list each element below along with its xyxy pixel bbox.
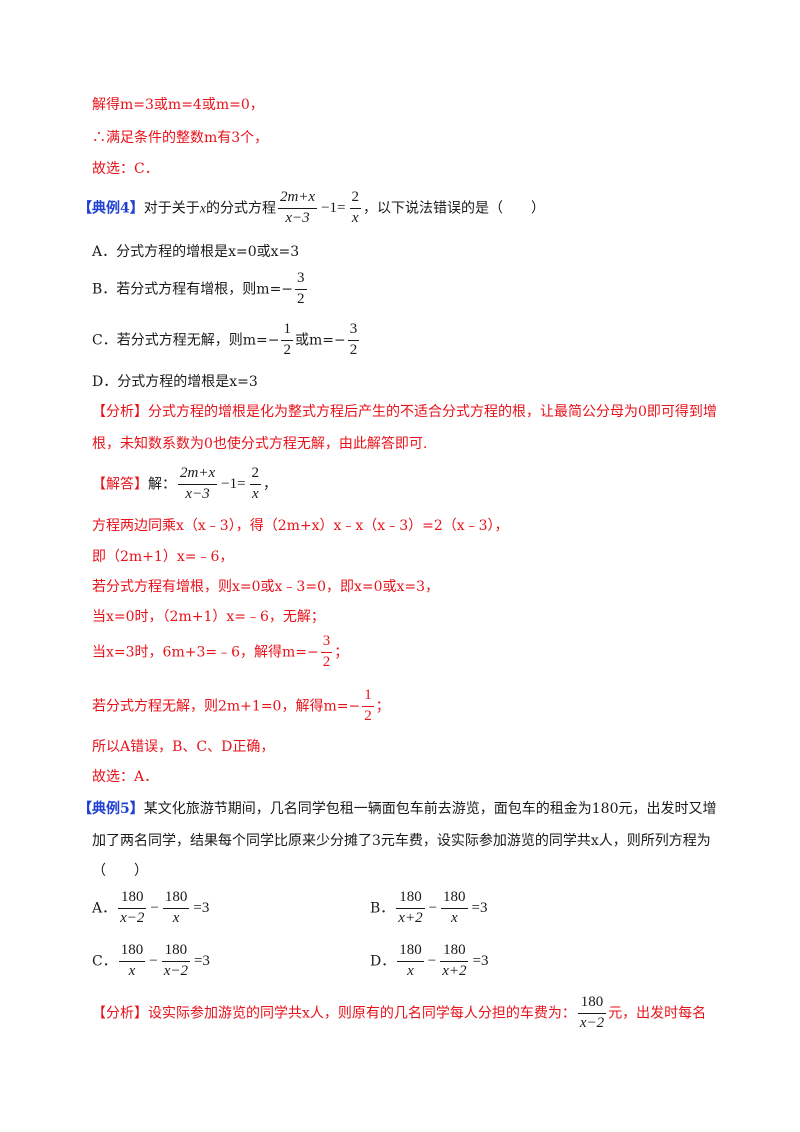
- example-5-stem: （ ）: [92, 863, 148, 879]
- solution-tag: 【解答】: [92, 476, 148, 493]
- answer-line: 故选：A．: [92, 769, 159, 785]
- solution-line: 当x=0时，（2m+1）x=﹣6，无解；: [92, 609, 325, 625]
- solution-line: 若分式方程有增根，则x=0或x﹣3=0，即x=0或x=3，: [92, 579, 440, 595]
- example-5-stem: 【典例5】某文化旅游节期间，几名同学包租一辆面包车前去游览，面包车的租金为180…: [78, 801, 717, 817]
- analysis-tag: 【分析】: [92, 1005, 148, 1022]
- example-tag: 【典例4】: [78, 200, 144, 217]
- solution-line: 即（2m+1）x=﹣6，: [92, 549, 234, 565]
- example-tag: 【典例5】: [78, 801, 144, 817]
- example-5-stem: 加了两名同学，结果每个同学比原来少分摊了3元车费，设实际参加游览的同学共x人，则…: [92, 833, 711, 849]
- solution-line: 方程两边同乘x（x﹣3），得（2m+x）x﹣x（x﹣3）=2（x﹣3），: [92, 518, 509, 534]
- solution-line: ∴满足条件的整数m有3个，: [92, 130, 269, 146]
- option-d: D．分式方程的增根是x=3: [92, 374, 258, 390]
- analysis-line: 根，未知数系数为0也使分式方程无解，由此解答即可.: [92, 436, 428, 452]
- answer-line: 故选：C．: [92, 161, 159, 177]
- solution-line: 所以A错误，B、C、D正确，: [92, 739, 275, 755]
- analysis-line: 【分析】分式方程的增根是化为整式方程后产生的不适合分式方程的根，让最简公分母为0…: [92, 404, 717, 420]
- solution-line: 解得m=3或m=4或m=0，: [92, 97, 264, 113]
- option-a: A．分式方程的增根是x=0或x=3: [92, 244, 300, 260]
- analysis-tag: 【分析】: [92, 404, 148, 420]
